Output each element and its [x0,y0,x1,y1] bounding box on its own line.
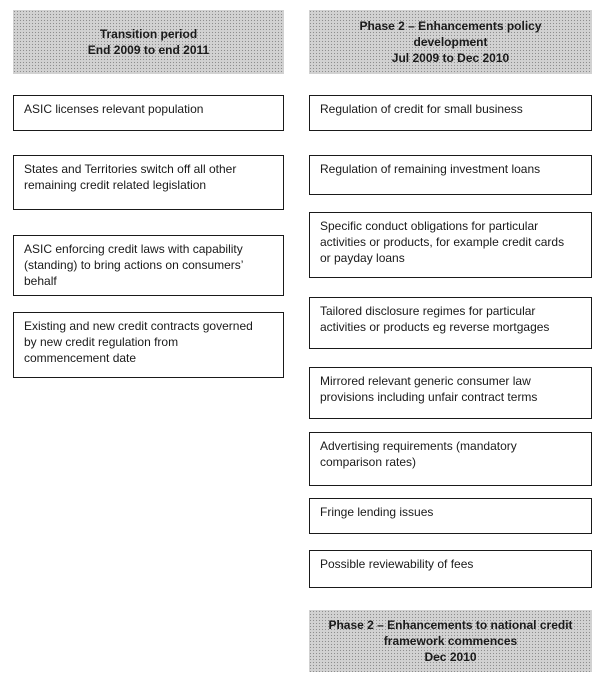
step-text-line: remaining credit related legislation [24,178,207,192]
item-text-line: Advertising requirements (mandatory [320,439,517,453]
transition-period-header: Transition period End 2009 to end 2011 [13,10,284,74]
footer-date: Dec 2010 [424,650,477,664]
header-title: Phase 2 – Enhancements policy [359,19,542,33]
step-text-line: by new credit regulation from [24,335,179,349]
item-investment-loans: Regulation of remaining investment loans [309,155,592,195]
item-consumer-law-provisions: Mirrored relevant generic consumer law p… [309,367,592,419]
step-credit-contracts: Existing and new credit contracts govern… [13,312,284,378]
item-text-line: activities or products eg reverse mortga… [320,320,550,334]
item-text-line: comparison rates) [320,455,417,469]
header-title: Transition period [99,27,198,41]
phase2-commencement-footer: Phase 2 – Enhancements to national credi… [309,610,592,672]
item-advertising-requirements: Advertising requirements (mandatory comp… [309,432,592,486]
item-text-line: Regulation of credit for small business [320,102,523,116]
header-dates: Jul 2009 to Dec 2010 [391,51,510,65]
item-text-line: provisions including unfair contract ter… [320,390,538,404]
item-conduct-obligations: Specific conduct obligations for particu… [309,212,592,278]
footer-title: Phase 2 – Enhancements to national credi… [328,618,573,632]
item-fringe-lending: Fringe lending issues [309,498,592,534]
footer-subtitle: framework commences [383,634,518,648]
item-text-line: activities or products, for example cred… [320,235,565,249]
item-text-line: or payday loans [320,251,405,265]
step-text-line: States and Territories switch off all ot… [24,162,237,176]
step-asic-enforcing: ASIC enforcing credit laws with capabili… [13,235,284,296]
item-text-line: Tailored disclosure regimes for particul… [320,304,536,318]
step-states-switch-off: States and Territories switch off all ot… [13,155,284,210]
header-subtitle: development [413,35,488,49]
step-text-line: (standing) to bring actions on consumers… [24,258,244,272]
step-text-line: ASIC enforcing credit laws with capabili… [24,242,243,256]
item-text-line: Regulation of remaining investment loans [320,162,541,176]
step-text-line: commencement date [24,351,137,365]
step-text-line: ASIC licenses relevant population [24,102,204,116]
step-asic-licenses: ASIC licenses relevant population [13,95,284,131]
item-reviewability-of-fees: Possible reviewability of fees [309,550,592,588]
step-text-line: behalf [24,274,57,288]
step-text-line: Existing and new credit contracts govern… [24,319,253,333]
header-dates: End 2009 to end 2011 [87,43,210,57]
phase2-policy-header: Phase 2 – Enhancements policy developmen… [309,10,592,74]
item-disclosure-regimes: Tailored disclosure regimes for particul… [309,297,592,349]
item-text-line: Fringe lending issues [320,505,434,519]
item-text-line: Mirrored relevant generic consumer law [320,374,531,388]
item-text-line: Possible reviewability of fees [320,557,474,571]
item-small-business-credit: Regulation of credit for small business [309,95,592,131]
item-text-line: Specific conduct obligations for particu… [320,219,539,233]
